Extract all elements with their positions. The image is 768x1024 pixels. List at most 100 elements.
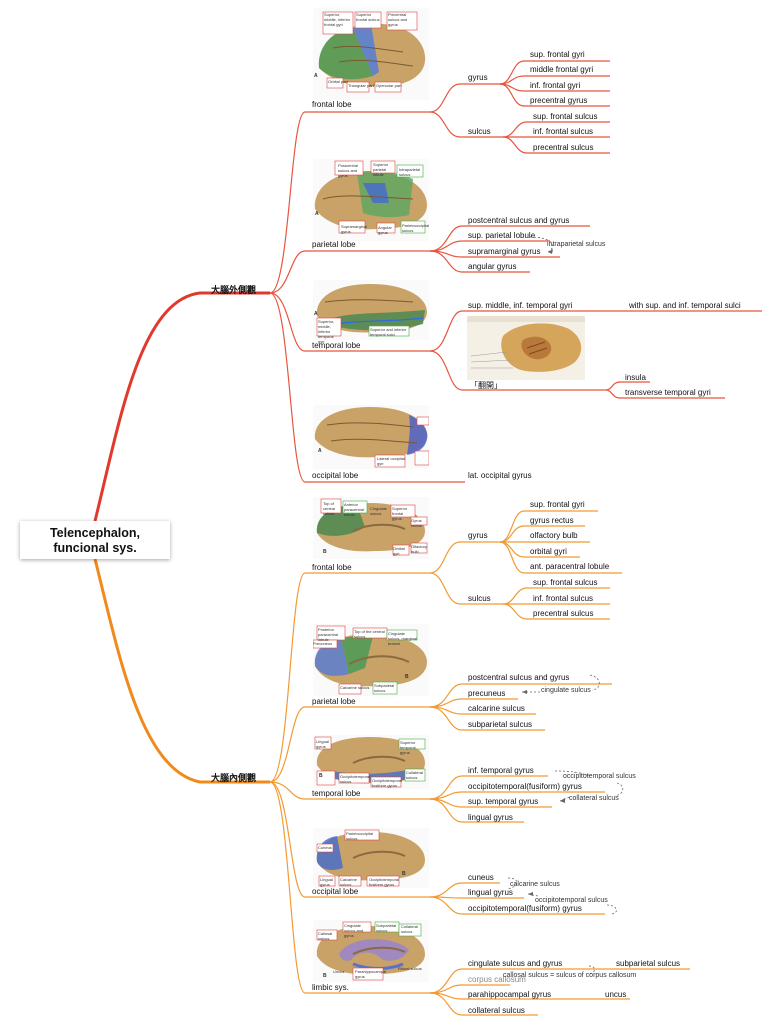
- medial-temporal-item[interactable]: lingual gyrus: [468, 813, 513, 822]
- medial-gyri-item[interactable]: olfactory bulb: [530, 531, 578, 540]
- root-to-lateral-connector: [93, 291, 270, 522]
- insula-item[interactable]: insula: [625, 373, 646, 382]
- fig-label: Superior, middle, inferior frontal gyri: [324, 12, 351, 27]
- lateral-frontal-lobe-label[interactable]: frontal lobe: [312, 100, 352, 109]
- fig-label: Anterior paracentral lobule: [344, 502, 365, 517]
- fig-label: Lingual gyrus: [320, 877, 333, 887]
- branch-medial-view[interactable]: 大腦內側觀: [211, 773, 257, 783]
- cingulate-sulcus-note: cingulate sulcus: [541, 687, 591, 694]
- root-topic[interactable]: Telencephalon, funcional sys.: [20, 521, 170, 559]
- medial-parietal-item[interactable]: calcarine sulcus: [468, 704, 525, 713]
- medial-sulci-item[interactable]: precentral sulcus: [533, 609, 594, 618]
- medial-occipital-item[interactable]: cuneus: [468, 873, 494, 882]
- lateral-gyri-item[interactable]: sup. frontal gyri: [530, 50, 585, 59]
- lateral-sulci-item[interactable]: inf. frontal sulcus: [533, 127, 594, 136]
- fig-label: Top of the central sulcus: [354, 629, 385, 639]
- lateral-gyri-item[interactable]: inf. frontal gyri: [530, 81, 581, 90]
- medial-occipital-item[interactable]: lingual gyrus: [468, 888, 513, 897]
- limbic-system-label[interactable]: limbic sys.: [312, 983, 349, 992]
- fig-label: Occipitotemporal sulcus: [340, 774, 371, 784]
- medial-parietal-item[interactable]: postcentral sulcus and gyrus: [468, 673, 570, 682]
- fig-label: Callosal sulcus: [318, 931, 333, 941]
- medial-gyri-item[interactable]: ant. paracentral lobule: [530, 562, 610, 571]
- lateral-parietal-item[interactable]: postcentral sulcus and gyrus: [468, 216, 570, 225]
- fig-panel-letter: A: [318, 448, 322, 454]
- fig-label: Orbital part: [328, 79, 348, 84]
- medial-occipital-lobe-label[interactable]: occipital lobe: [312, 887, 359, 896]
- fig-label: Posterior paracentral lobule: [318, 627, 339, 642]
- fig-label: Subparietal sulcus: [376, 923, 397, 933]
- lateral-parietal-item[interactable]: sup. parietal lobule: [468, 231, 536, 240]
- medial-parietal-lobe-label[interactable]: parietal lobe: [312, 697, 356, 706]
- medial-sulci-item[interactable]: sup. frontal sulcus: [533, 578, 598, 587]
- fig-label: Opercular part: [376, 83, 402, 88]
- callosal-sulcus-note: callosal sulcus = sulcus of corpus callo…: [503, 972, 637, 979]
- lateral-occipital-lobe-label[interactable]: occipital lobe: [312, 471, 359, 480]
- fig-label: Intraparietal sulcus: [399, 167, 421, 177]
- medial-sulci-item[interactable]: inf. frontal sulcus: [533, 594, 594, 603]
- lateral-parietal-lobe-label[interactable]: parietal lobe: [312, 240, 356, 249]
- lateral-temporal-note[interactable]: with sup. and inf. temporal sulci: [629, 301, 741, 310]
- collateral-sulcus-note: collateral sulcus: [569, 795, 619, 802]
- medial-frontal-lobe-label[interactable]: frontal lobe: [312, 563, 352, 572]
- root-title-line1: Telencephalon,: [49, 526, 141, 540]
- fig-label: Top of central sulcus: [323, 501, 336, 516]
- fig-label: Superior frontal sulcus: [356, 12, 380, 22]
- lateral-temporal-lobe-label[interactable]: temporal lobe: [312, 341, 361, 350]
- limbic-item[interactable]: cingulate sulcus and gyrus: [468, 959, 563, 968]
- lateral-parietal-item[interactable]: supramarginal gyrus: [468, 247, 541, 256]
- root-to-medial-connector: [93, 558, 270, 784]
- lateral-sulci-item[interactable]: sup. frontal sulcus: [533, 112, 598, 121]
- lateral-gyri-item[interactable]: middle frontal gyri: [530, 65, 594, 74]
- lateral-sulci-item[interactable]: precentral sulcus: [533, 143, 594, 152]
- medial-parietal-brain-figure: [313, 624, 429, 696]
- lateral-temporal-item[interactable]: sup. middle, inf. temporal gyri: [468, 301, 573, 310]
- medial-gyri-item[interactable]: sup. frontal gyri: [530, 500, 585, 509]
- fig-label: Angular gyrus: [378, 225, 392, 235]
- medial-temporal-item[interactable]: occipitotemporal(fusiform) gyrus: [468, 782, 582, 791]
- lateral-occipital-item[interactable]: lat. occipital gyrus: [468, 471, 532, 480]
- uncus-item[interactable]: uncus: [605, 990, 627, 999]
- fig-label: Precentral sulcus and gyrus: [388, 12, 408, 27]
- medial-frontal-brain-figure: [313, 497, 429, 559]
- fig-label: Parietooccipital sulcus: [346, 831, 374, 841]
- medial-temporal-lobe-label[interactable]: temporal lobe: [312, 789, 361, 798]
- lateral-parietal-item[interactable]: angular gyrus: [468, 262, 517, 271]
- fig-label: Olfactory bulb: [411, 544, 428, 554]
- fig-label: Cuneus: [318, 845, 332, 850]
- fig-label: Calcarine sulcus: [340, 877, 357, 887]
- lateral-gyri-item[interactable]: precentral gyrus: [530, 96, 588, 105]
- medial-gyri-item[interactable]: gyrus rectus: [530, 516, 574, 525]
- limbic-item[interactable]: corpus callosum: [468, 975, 526, 984]
- flip-open-label[interactable]: 「翻開」: [470, 381, 502, 390]
- lateral-sulcus-node[interactable]: sulcus: [468, 127, 491, 136]
- fig-label: Subparietal sulcus: [374, 683, 395, 693]
- medial-temporal-item[interactable]: sup. temporal gyrus: [468, 797, 539, 806]
- fig-label: Gyrus rectus: [411, 518, 422, 528]
- fig-label: Rhinal sulcus: [398, 966, 422, 971]
- lateral-temporal-brain-figure: [313, 280, 429, 340]
- intraparietal-sulcus-note: intraparietal sulcus: [547, 241, 606, 248]
- medial-gyrus-node[interactable]: gyrus: [468, 531, 488, 540]
- fig-label: Superior temporal gyrus: [400, 740, 416, 755]
- limbic-item[interactable]: collateral sulcus: [468, 1006, 525, 1015]
- medial-lobe-connectors: [269, 510, 690, 1016]
- medial-parietal-item[interactable]: subparietal sulcus: [468, 720, 533, 729]
- medial-sulcus-node[interactable]: sulcus: [468, 594, 491, 603]
- medial-temporal-item[interactable]: inf. temporal gyrus: [468, 766, 534, 775]
- medial-occipital-item[interactable]: occipitotemporal(fusiform) gyrus: [468, 904, 582, 913]
- lateral-parietal-brain-figure: [313, 159, 429, 241]
- fig-label: Lateral occipital gyri: [377, 456, 405, 466]
- medial-parietal-item[interactable]: precuneus: [468, 689, 506, 698]
- medial-gyri-item[interactable]: orbital gyri: [530, 547, 567, 556]
- limbic-item[interactable]: parahippocampal gyrus: [468, 990, 552, 999]
- fig-label: Supramarginal gyrus: [341, 224, 368, 234]
- transverse-temporal-item[interactable]: transverse temporal gyri: [625, 388, 711, 397]
- branch-lateral-view[interactable]: 大腦外側觀: [211, 285, 257, 295]
- occipitotemporal-sulcus-note: occipitotemporal sulcus: [563, 773, 636, 780]
- fig-panel-letter: A: [314, 311, 318, 317]
- fig-label: Orbital gyri: [393, 546, 405, 556]
- lateral-gyrus-node[interactable]: gyrus: [468, 73, 488, 82]
- subparietal-sulcus-item[interactable]: subparietal sulcus: [616, 959, 681, 968]
